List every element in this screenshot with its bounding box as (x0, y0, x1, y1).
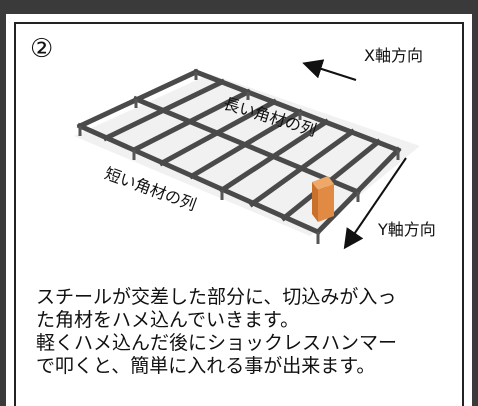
short-beams (76, 68, 402, 236)
frame-top (0, 0, 478, 14)
short-beam (314, 146, 402, 236)
long-beam (76, 122, 322, 236)
wooden-block (312, 176, 334, 222)
short-beam (188, 108, 304, 180)
x-direction-arrow (302, 59, 357, 81)
frame-legs (78, 72, 400, 244)
y-direction-label: Y軸方向 (378, 220, 436, 239)
short-beam (102, 78, 226, 142)
x-direction-label: X軸方向 (364, 46, 423, 65)
step-number: ② (30, 34, 54, 64)
frame-right (472, 0, 478, 406)
y-direction-arrow (343, 157, 407, 250)
instruction-caption: スチールが交差した部分に、切込みが入っ た角材をハメ込んでいきます。 軽くハメ込… (36, 286, 398, 377)
short-beam (158, 98, 278, 167)
short-beam (130, 88, 252, 154)
short-beam (218, 118, 330, 194)
frame-left (0, 0, 6, 406)
short-beam (76, 68, 200, 130)
short-beam (248, 128, 356, 208)
